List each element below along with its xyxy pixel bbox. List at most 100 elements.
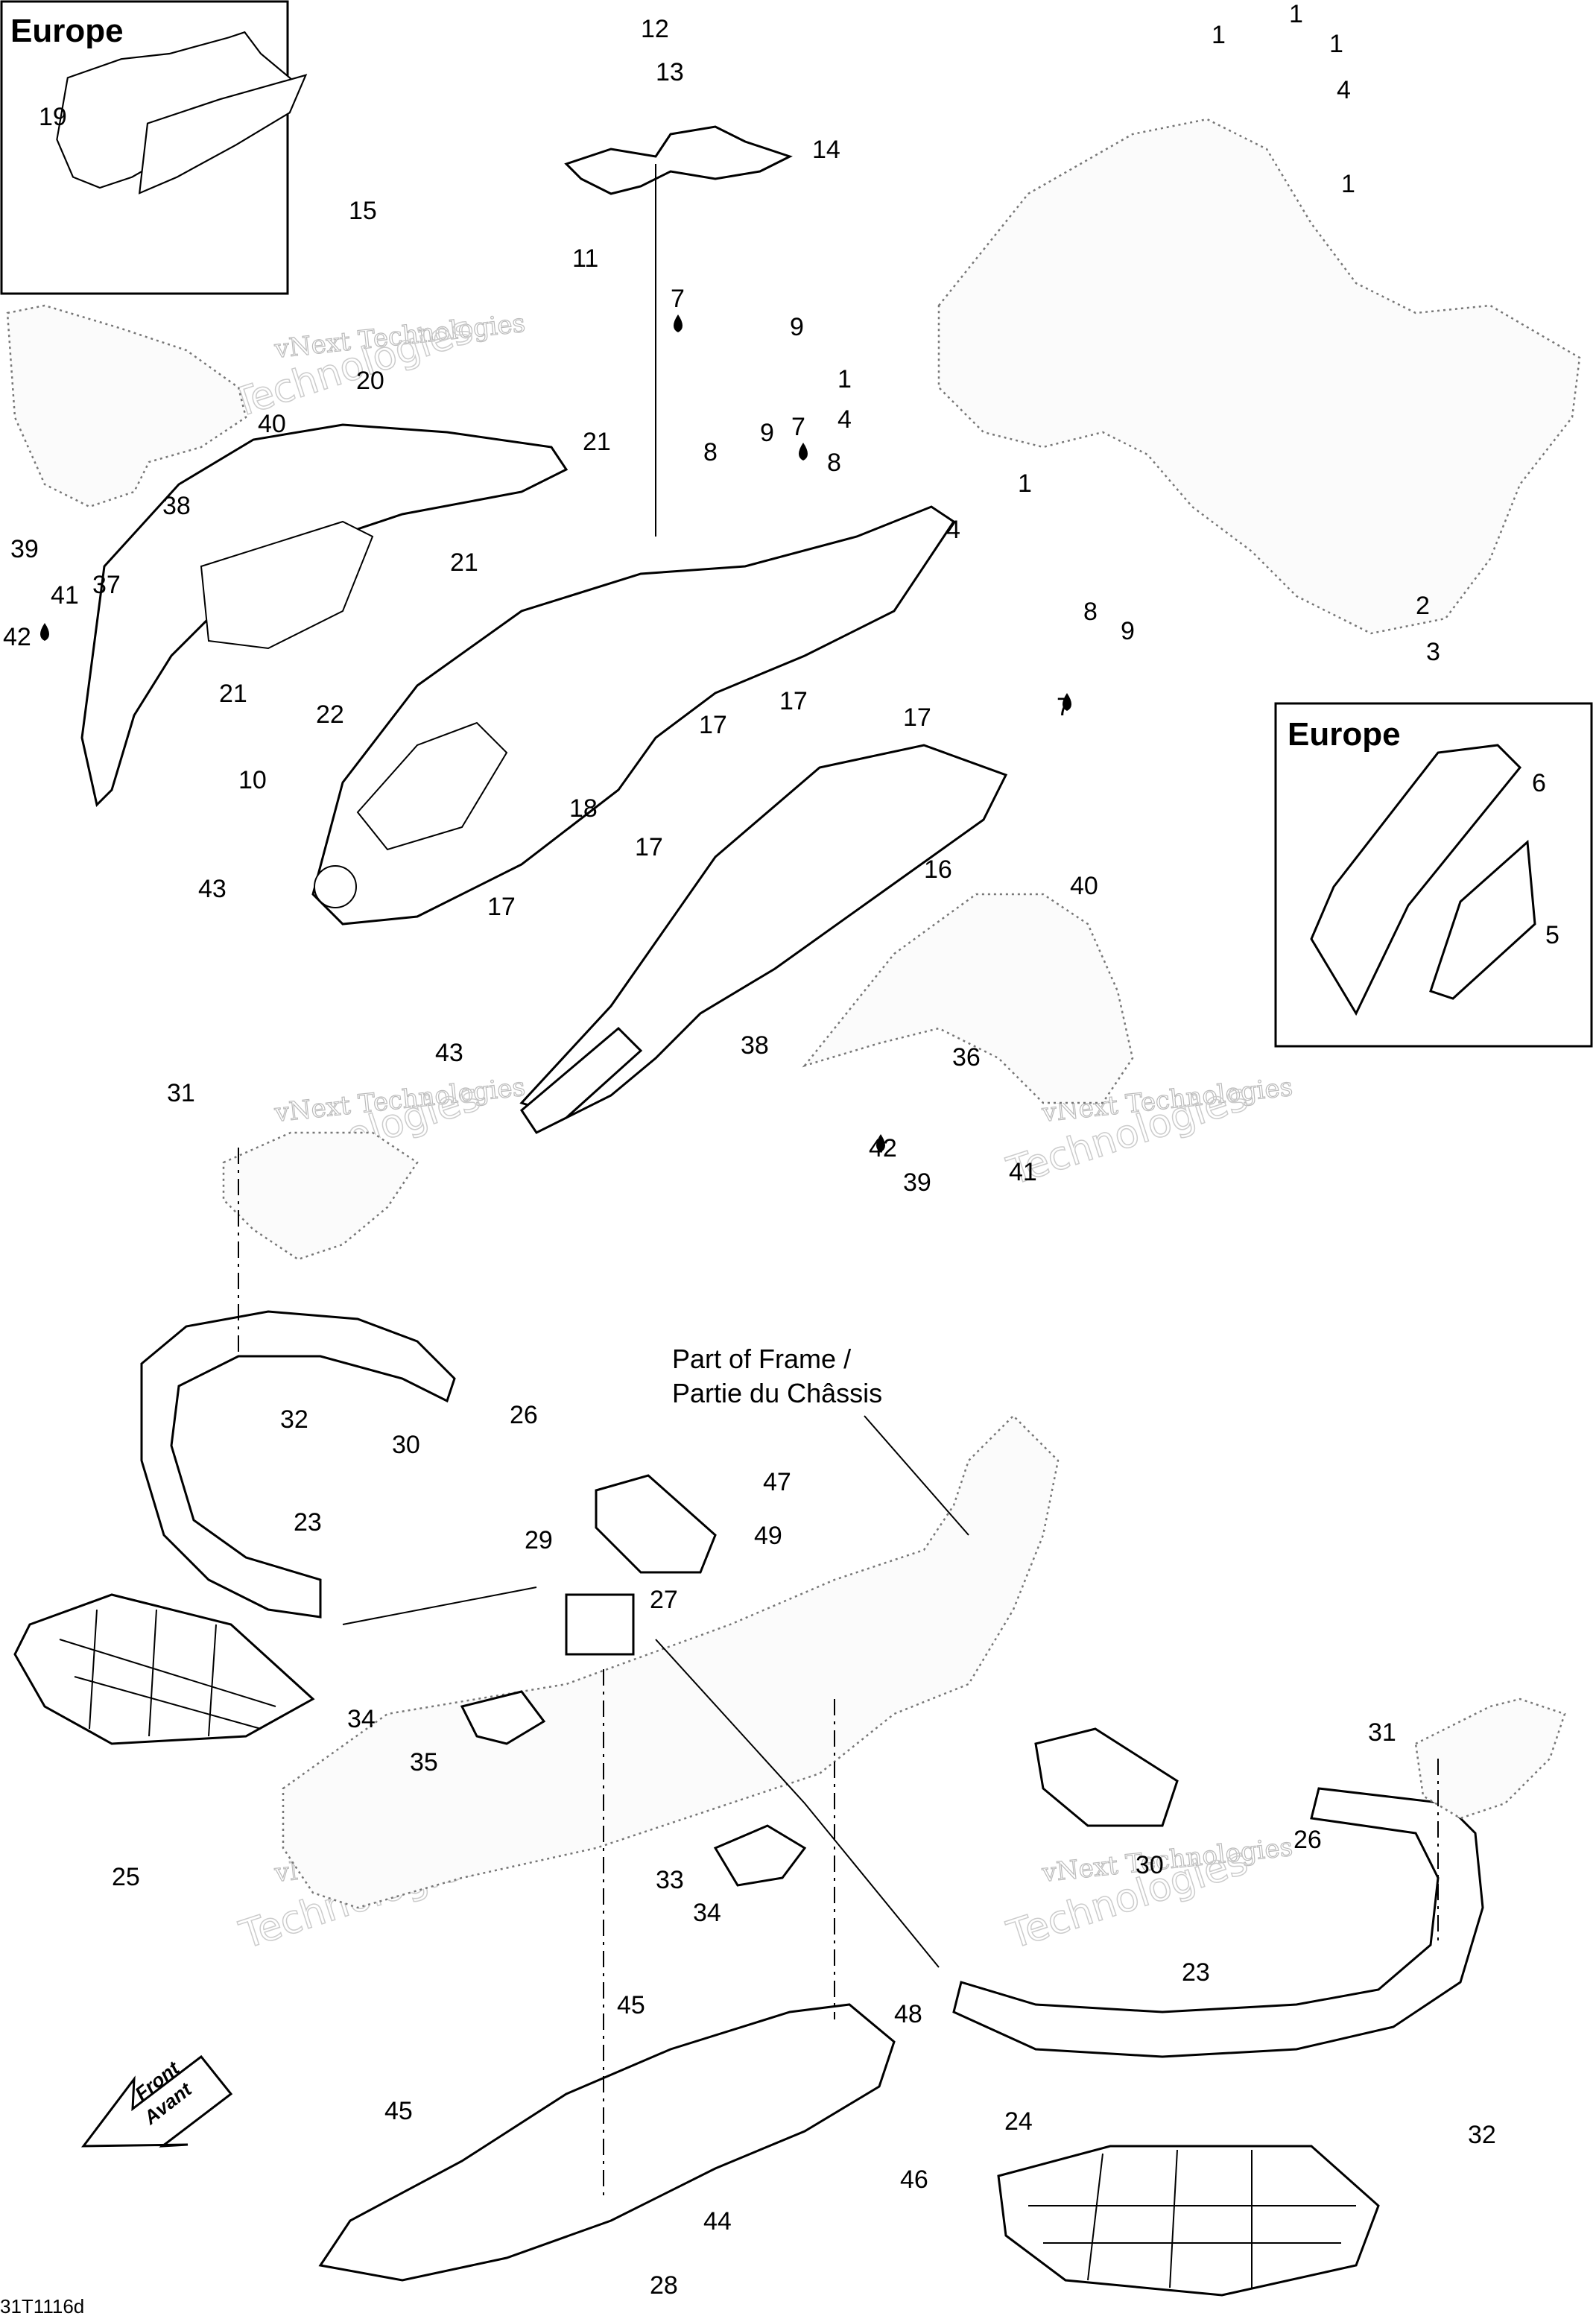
front-fender-right	[802, 893, 1134, 1104]
callout: 18	[569, 794, 598, 823]
callout: 28	[650, 2271, 678, 2300]
callout: 1	[837, 365, 852, 393]
callout: 1	[1329, 30, 1343, 58]
frame-note-leader	[864, 1415, 969, 1536]
callout: 12	[641, 15, 669, 43]
side-panel-insert	[1310, 744, 1522, 1016]
callout: 45	[384, 2097, 413, 2125]
assembly-line	[655, 1639, 940, 1968]
callout: 3	[1426, 638, 1440, 666]
callout: 39	[10, 535, 39, 563]
callout: 7	[671, 285, 685, 313]
assembly-line	[342, 1586, 537, 1625]
callout: 4	[837, 405, 852, 434]
bracket-27	[565, 1593, 635, 1656]
callout: 8	[703, 438, 718, 466]
callout: 26	[1293, 1826, 1322, 1854]
callout: 42	[3, 623, 31, 651]
callout: 17	[699, 711, 727, 739]
front-fender-left	[6, 304, 247, 508]
callout: 49	[754, 1522, 782, 1550]
callout: 2	[1416, 592, 1430, 620]
callout: 40	[1070, 872, 1098, 900]
callout: 1	[1212, 21, 1226, 49]
net-grid	[1028, 2149, 1356, 2288]
side-panel-16	[519, 744, 1008, 1119]
callout: 31	[167, 1079, 195, 1107]
front-direction-arrow: Front Avant	[80, 2054, 233, 2148]
callout: 8	[1083, 598, 1098, 626]
callout: 4	[946, 516, 960, 544]
front-rack-net-25	[13, 1593, 315, 1745]
callout: 10	[238, 766, 267, 794]
drawing-code: 31T1116d	[0, 2295, 84, 2318]
callout: 33	[656, 1866, 684, 1894]
callout: 32	[280, 1405, 308, 1434]
callout: 11	[572, 244, 598, 273]
callout: 8	[827, 449, 841, 477]
headlight	[314, 865, 357, 908]
callout: 17	[487, 893, 516, 921]
callout: 39	[903, 1168, 931, 1197]
drop-icon	[40, 623, 49, 641]
callout: 16	[924, 855, 952, 884]
callout: 5	[1545, 921, 1559, 949]
callout: 7	[791, 413, 805, 441]
front-body-10	[311, 505, 956, 926]
callout: 27	[650, 1586, 678, 1614]
callout: 44	[703, 2207, 732, 2236]
front-fascia-panel	[138, 74, 308, 194]
rear-frame-bracket-dotted	[1414, 1698, 1566, 1820]
callout: 23	[1182, 1958, 1210, 1987]
callout: 23	[294, 1508, 322, 1537]
drop-icon	[1063, 693, 1071, 711]
frame-dotted	[282, 1414, 1060, 1909]
callout: 21	[583, 428, 611, 456]
bracket-35	[460, 1690, 546, 1745]
bracket-33	[713, 1824, 807, 1887]
frame-note-line2: Partie du Châssis	[672, 1378, 882, 1408]
side-panel-pad	[1429, 839, 1536, 1000]
front-arrow-icon	[80, 2054, 233, 2148]
bracket-inner	[200, 520, 374, 650]
callout: 9	[790, 313, 804, 341]
inset-title: Europe	[1288, 716, 1401, 753]
callout: 25	[112, 1863, 140, 1891]
callout: 48	[894, 2000, 922, 2028]
callout: 45	[617, 1991, 645, 2019]
callout: 21	[219, 680, 247, 708]
rear-bumper-23	[952, 1787, 1484, 2058]
callout: 34	[693, 1899, 721, 1927]
callout: 21	[450, 548, 478, 577]
callout: 36	[952, 1043, 981, 1072]
callout: 41	[1009, 1158, 1037, 1186]
drop-icon	[674, 314, 683, 332]
callout: 41	[51, 581, 79, 610]
callout: 1	[1341, 170, 1355, 198]
net-grid	[59, 1609, 276, 1737]
callout: 31	[1368, 1718, 1396, 1747]
callout: 38	[741, 1031, 769, 1060]
callout: 20	[356, 367, 384, 395]
callout: 17	[903, 703, 931, 732]
callout: 26	[510, 1401, 538, 1429]
drop-icon	[799, 443, 808, 461]
callout: 46	[900, 2165, 928, 2194]
callout: 22	[316, 700, 344, 729]
callout: 13	[656, 58, 684, 86]
drop-icon	[876, 1134, 885, 1152]
callout: 17	[779, 687, 808, 715]
callout: 30	[1136, 1851, 1164, 1879]
callout: 15	[349, 197, 377, 225]
callout: 34	[347, 1705, 376, 1733]
frame-note: Part of Frame / Partie du Châssis	[672, 1344, 969, 1536]
callout: 19	[39, 103, 67, 131]
europe-inset-top-left: Europe	[0, 0, 308, 295]
watermark-text: Technologies	[227, 307, 478, 427]
callout: 1	[1289, 0, 1303, 28]
lower-assembly	[13, 164, 1566, 2297]
callout: 47	[763, 1468, 791, 1496]
callout: 38	[162, 492, 191, 520]
callout: 37	[92, 571, 121, 599]
